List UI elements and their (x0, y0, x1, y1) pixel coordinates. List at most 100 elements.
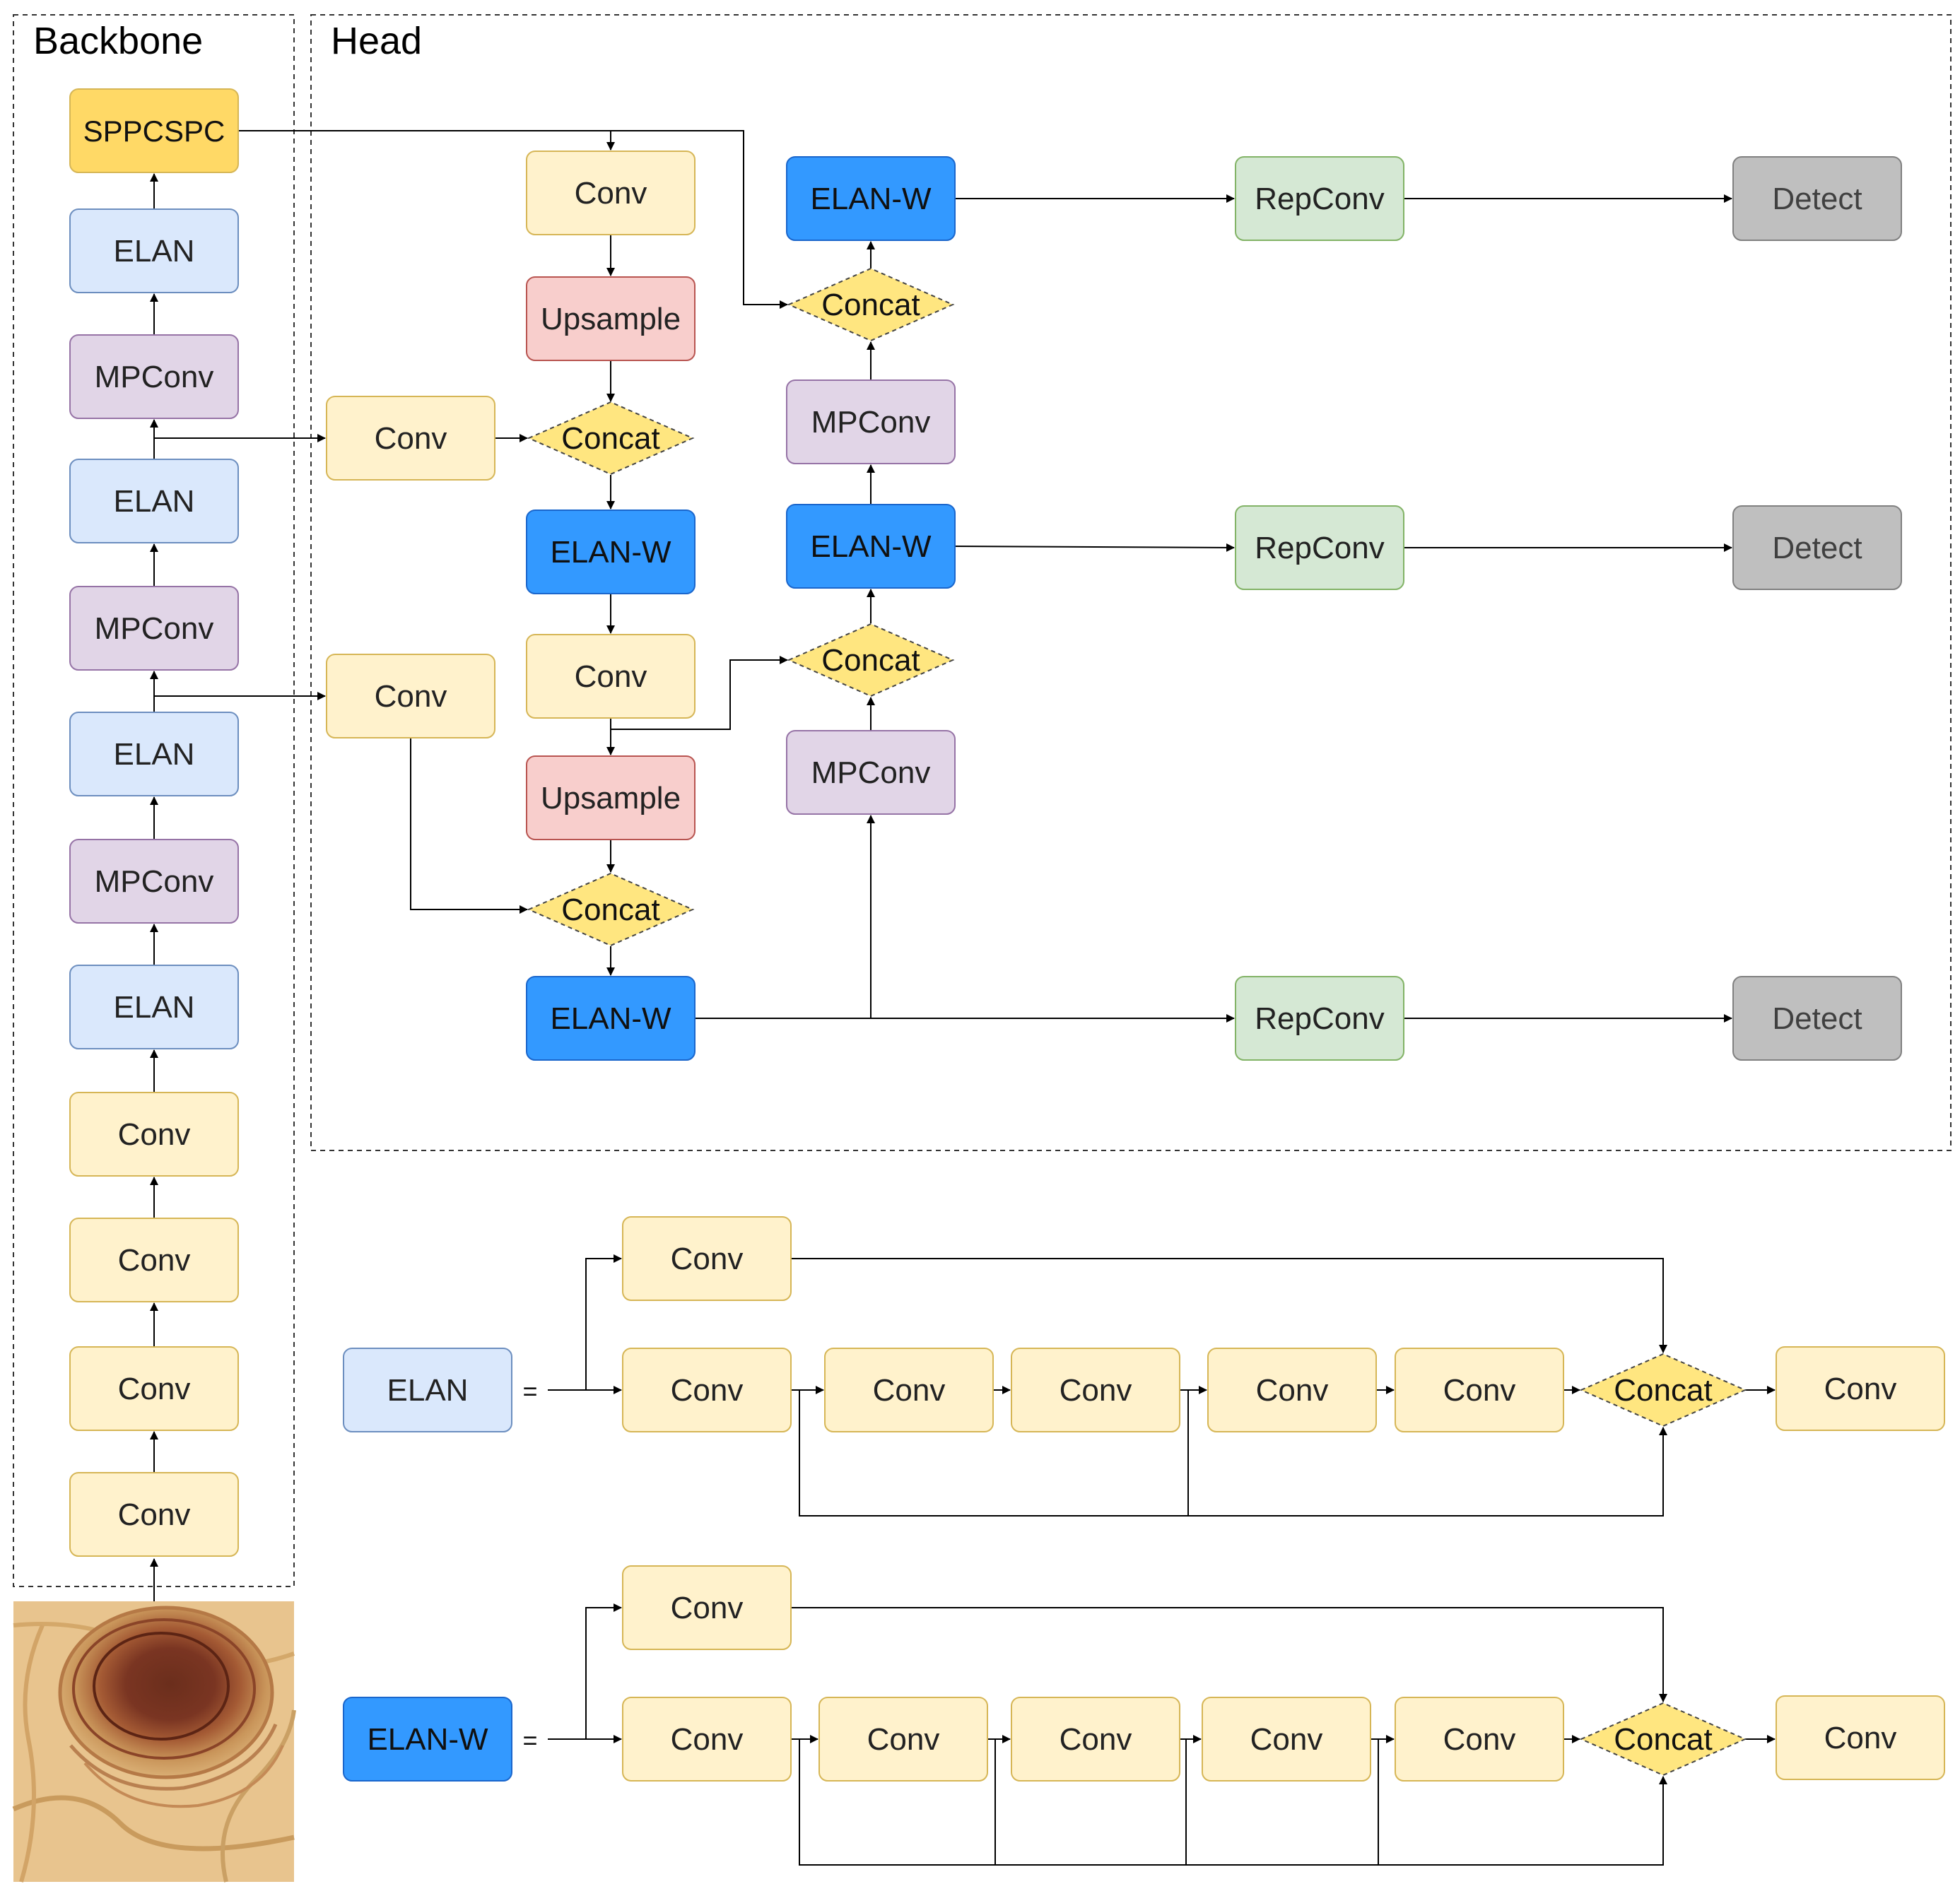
backbone-block-4-box (69, 586, 239, 671)
legend-elanw-name-label: ELAN-W (367, 1722, 488, 1757)
legend-elan-name-label: ELAN (387, 1373, 469, 1408)
backbone-block-11: Conv (69, 1472, 239, 1557)
backbone-block-6-label: MPConv (95, 864, 214, 899)
backbone-block-3: ELAN (69, 459, 239, 543)
head-conv-2-label: Conv (575, 659, 647, 694)
legend-elan-concat: Concat (1579, 1353, 1747, 1427)
legend-elanw-name: ELAN-W (343, 1697, 512, 1782)
head-upsample-1-box (526, 276, 696, 361)
legend-elan-top-conv-box (622, 1216, 792, 1301)
legend-elanw-chain-conv-1-label: Conv (867, 1722, 940, 1757)
backbone-block-4-label: MPConv (95, 611, 214, 646)
legend-elanw-chain-conv-2-box (1011, 1697, 1180, 1782)
head-upsample-1: Upsample (526, 276, 696, 361)
sppcspc-to-concat-p5 (238, 130, 788, 309)
legend-elanw-chain-conv-3: Conv (1202, 1697, 1371, 1782)
legend-elan-name-box (343, 1348, 512, 1432)
backbone-block-10-box (69, 1346, 239, 1431)
diagram-nodes: SPPCSPCELANMPConvELANMPConvELANMPConvELA… (69, 88, 1945, 1782)
repconv-0-label: RepConv (1255, 182, 1384, 216)
side-conv-2-to-concat-2 (410, 738, 528, 914)
repconv-2-label: RepConv (1255, 1001, 1384, 1036)
legend-elanw-concat: Concat (1579, 1702, 1747, 1777)
repconv-0-box (1235, 156, 1404, 241)
legend-elan-chain-conv-3-label: Conv (1256, 1373, 1329, 1408)
backbone-block-9-box (69, 1218, 239, 1302)
legend-elan-chain-conv-4-label: Conv (1443, 1373, 1516, 1408)
head-elanw-1-label: ELAN-W (550, 535, 671, 570)
legend-elan-concat-label: Concat (1614, 1373, 1712, 1408)
head-elanw-p5: ELAN-W (786, 156, 956, 241)
legend-elan-chain-conv-0: Conv (622, 1348, 792, 1432)
detect-2: Detect (1732, 976, 1902, 1061)
head-conv-1: Conv (526, 151, 696, 235)
backbone-block-10: Conv (69, 1346, 239, 1431)
head-side-conv-1: Conv (326, 396, 495, 481)
head-title: Head (331, 20, 422, 62)
head-frame (310, 14, 1952, 1151)
legend-elanw-top-conv-box (622, 1565, 792, 1650)
head-mpconv-p5: MPConv (786, 379, 956, 464)
legend-elan-skip-bus (799, 1390, 1667, 1517)
legend-elan-chain-conv-4-box (1395, 1348, 1564, 1432)
connector-lines (150, 130, 1776, 1866)
legend-elan-branch-top (585, 1254, 622, 1390)
head-concat-p5-shape (787, 267, 955, 342)
head-concat-2-shape (527, 872, 695, 947)
legend-elanw-chain-conv-0: Conv (622, 1697, 792, 1782)
legend-elan-chain-conv-1: Conv (824, 1348, 994, 1432)
head-side-conv-1-label: Conv (375, 421, 447, 456)
head-upsample-1-label: Upsample (541, 302, 681, 336)
legend-elanw-chain-conv-1: Conv (818, 1697, 988, 1782)
legend-elan-chain-conv-2-label: Conv (1060, 1373, 1132, 1408)
legend-elanw-name-box (343, 1697, 512, 1782)
repconv-0: RepConv (1235, 156, 1404, 241)
head-concat-p4-label: Concat (821, 643, 920, 678)
legend-elan-chain-conv-3-box (1207, 1348, 1377, 1432)
head-side-conv-1-box (326, 396, 495, 481)
legend-elan-top-to-concat (791, 1258, 1667, 1353)
head-elanw-2-box (526, 976, 696, 1061)
backbone-block-8-box (69, 1092, 239, 1177)
legend-elan-chain-conv-0-label: Conv (671, 1373, 744, 1408)
head-conv-1-box (526, 151, 696, 235)
backbone-block-2-label: MPConv (95, 360, 214, 394)
legend-elanw-chain-conv-0-box (622, 1697, 792, 1782)
head-mpconv-p4: MPConv (786, 730, 956, 815)
legend-elanw-chain-conv-2: Conv (1011, 1697, 1180, 1782)
legend-elanw-concat-shape (1579, 1702, 1747, 1777)
legend-elanw-equals: = (522, 1726, 537, 1755)
head-upsample-2-label: Upsample (541, 781, 681, 815)
legend-elanw-top-to-concat (791, 1607, 1667, 1702)
head-concat-2: Concat (527, 872, 695, 947)
head-mpconv-p5-label: MPConv (811, 405, 931, 440)
head-concat-2-label: Concat (561, 893, 659, 927)
input-wood-image (12, 1601, 296, 1883)
head-elanw-p4: ELAN-W (786, 504, 956, 589)
backbone-block-9-label: Conv (118, 1243, 191, 1278)
backbone-block-0: SPPCSPC (69, 88, 239, 173)
backbone-block-3-box (69, 459, 239, 543)
head-elanw-p5-box (786, 156, 956, 241)
repconv-1-box (1235, 505, 1404, 590)
head-elanw-p4-box (786, 504, 956, 589)
legend-elan-out-conv-label: Conv (1824, 1372, 1897, 1406)
backbone-block-11-label: Conv (118, 1497, 191, 1532)
repconv-2-box (1235, 976, 1404, 1061)
head-mpconv-p4-label: MPConv (811, 755, 931, 790)
legend-elan-concat-shape (1579, 1353, 1747, 1427)
legend-elanw-chain-conv-0-label: Conv (671, 1722, 744, 1757)
legend-elan-name: ELAN (343, 1348, 512, 1432)
legend-elanw-chain-conv-4-label: Conv (1443, 1722, 1516, 1757)
detect-1-box (1732, 505, 1902, 590)
detect-0: Detect (1732, 156, 1902, 241)
head-conv-2-box (526, 634, 696, 719)
legend-elanw-skip-bus (799, 1739, 1667, 1866)
head-conv-2: Conv (526, 634, 696, 719)
backbone-block-7-label: ELAN (114, 990, 195, 1025)
legend-elanw-chain-conv-2-label: Conv (1060, 1722, 1132, 1757)
backbone-title: Backbone (33, 20, 203, 62)
detect-2-box (1732, 976, 1902, 1061)
backbone-block-10-label: Conv (118, 1372, 191, 1406)
